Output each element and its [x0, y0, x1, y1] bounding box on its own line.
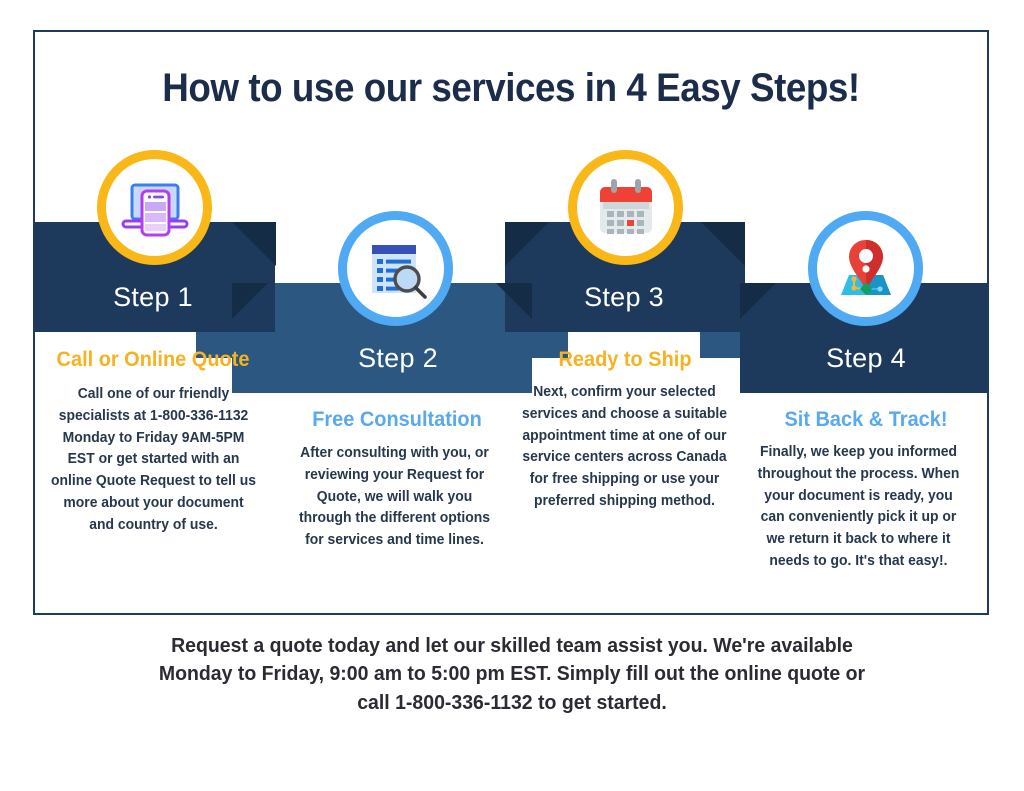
calendar-icon: [599, 178, 652, 234]
band-step-1-fold: [232, 222, 276, 266]
document-magnifier-icon: [371, 244, 427, 299]
step-2-heading: Free Consultation: [312, 408, 482, 431]
step-4-label: Step 4: [826, 343, 906, 373]
step-3-body: Next, confirm your selected services and…: [521, 384, 728, 509]
step-3-heading: Ready to Ship: [558, 348, 692, 371]
step-2-icon-circle: [338, 211, 453, 326]
step-2-body: After consulting with you, or reviewing …: [298, 445, 490, 548]
step-4-body: Finally, we keep you informed throughout…: [757, 444, 960, 569]
step-3-label: Step 3: [584, 282, 664, 312]
laptop-phone-icon: [121, 183, 188, 236]
step-4-heading: Sit Back & Track!: [784, 408, 948, 431]
band-step-3-fold-right: [701, 222, 745, 266]
map-pin-icon: [840, 239, 891, 295]
step-4-icon-circle: [808, 211, 923, 326]
step-1-label: Step 1: [113, 282, 193, 312]
step-1-icon-circle: [97, 150, 212, 265]
band-step-2-fold-left: [232, 283, 268, 319]
ribbon-bands: [35, 222, 987, 393]
step-3-icon-circle: [568, 150, 683, 265]
band-step-4-fold-left: [740, 283, 776, 319]
step-1-heading: Call or Online Quote: [56, 348, 250, 371]
page-title: How to use our services in 4 Easy Steps!: [162, 66, 860, 110]
band-step-3-fold-left: [505, 222, 549, 266]
footer-callout: Request a quote today and let our skille…: [158, 634, 866, 714]
step-2-label: Step 2: [358, 343, 438, 373]
band-step-2-fold-right: [496, 283, 532, 319]
step-1-body: Call one of our friendly specialists at …: [51, 386, 256, 533]
